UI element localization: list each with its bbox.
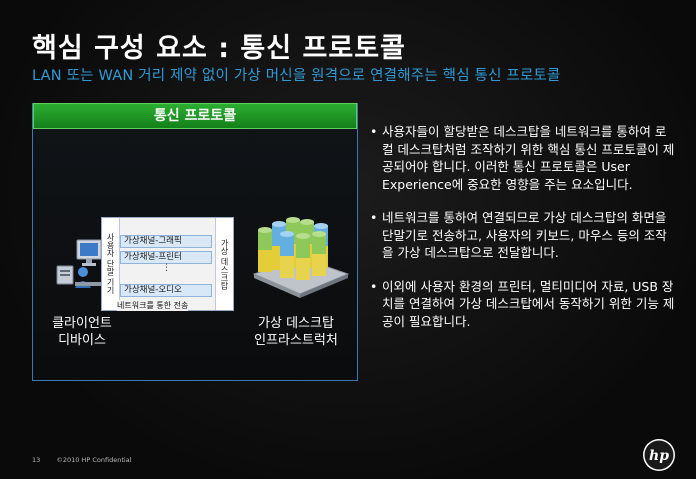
protocol-header: 통신 프로토콜: [33, 103, 357, 129]
client-device-label: 클라이언트 디바이스: [40, 315, 124, 349]
copyright-text: ©2010 HP Confidential: [56, 456, 132, 464]
bullet-item: • 사용자들이 할당받은 데스크탑을 네트워크를 통하여 로컬 데스크탑처럼 조…: [370, 123, 675, 193]
bullet-text: 네트워크를 통하여 연결되므로 가상 데스크탑의 화면을 단말기로 전송하고, …: [382, 210, 667, 260]
svg-text:hp: hp: [649, 448, 669, 464]
slide-footer: 13 ©2010 HP Confidential: [32, 456, 145, 464]
bullet-text: 사용자들이 할당받은 데스크탑을 네트워크를 통하여 로컬 데스크탑처럼 조작하…: [382, 124, 675, 192]
client-label-line2: 디바이스: [58, 333, 106, 348]
client-label-line1: 클라이언트: [52, 316, 112, 331]
bullet-list: • 사용자들이 할당받은 데스크탑을 네트워크를 통하여 로컬 데스크탑처럼 조…: [370, 123, 675, 346]
bullet-item: • 이외에 사용자 환경의 프린터, 멀티미디어 자료, USB 장치를 연결하…: [370, 278, 675, 331]
page-number: 13: [32, 456, 41, 464]
virtual-desktop-side-label: 가상 데스크탑: [215, 218, 233, 310]
infra-label-line2: 인프라스트럭처: [254, 333, 338, 348]
channel-graphics: 가상채널-그래픽: [120, 235, 212, 248]
bullet-item: • 네트워크를 통하여 연결되므로 가상 데스크탑의 화면을 단말기로 전송하고…: [370, 209, 675, 262]
infra-label-line1: 가상 데스크탑: [258, 316, 334, 331]
bullet-marker: •: [370, 210, 378, 225]
desktop-infra-label: 가상 데스크탑 인프라스트럭처: [244, 315, 348, 349]
virtual-channel-box: 사용자 단말 기기 가상채널-그래픽 가상채널-프린터 ⋮ 가상채널-오디오 가…: [101, 217, 234, 311]
hp-logo-icon: hp: [643, 439, 675, 471]
bullet-marker: •: [370, 124, 378, 139]
slide-subtitle: LAN 또는 WAN 거리 제약 없이 가상 머신을 원격으로 연결해주는 핵심…: [32, 68, 561, 84]
channel-ellipsis: ⋮: [162, 263, 171, 273]
slide-title: 핵심 구성 요소 : 통신 프로토콜: [32, 33, 406, 64]
server-cylinders-icon: [252, 217, 350, 298]
network-transfer-label: 네트워크를 통한 전송: [117, 300, 189, 311]
channel-audio: 가상채널-오디오: [120, 284, 212, 297]
bullet-text: 이외에 사용자 환경의 프린터, 멀티미디어 자료, USB 장치를 연결하여 …: [382, 278, 675, 329]
client-computer-icon: [56, 239, 102, 288]
client-device-side-label: 사용자 단말 기기: [102, 218, 120, 310]
bullet-marker: •: [370, 278, 378, 294]
channel-printer: 가상채널-프린터: [120, 251, 212, 264]
